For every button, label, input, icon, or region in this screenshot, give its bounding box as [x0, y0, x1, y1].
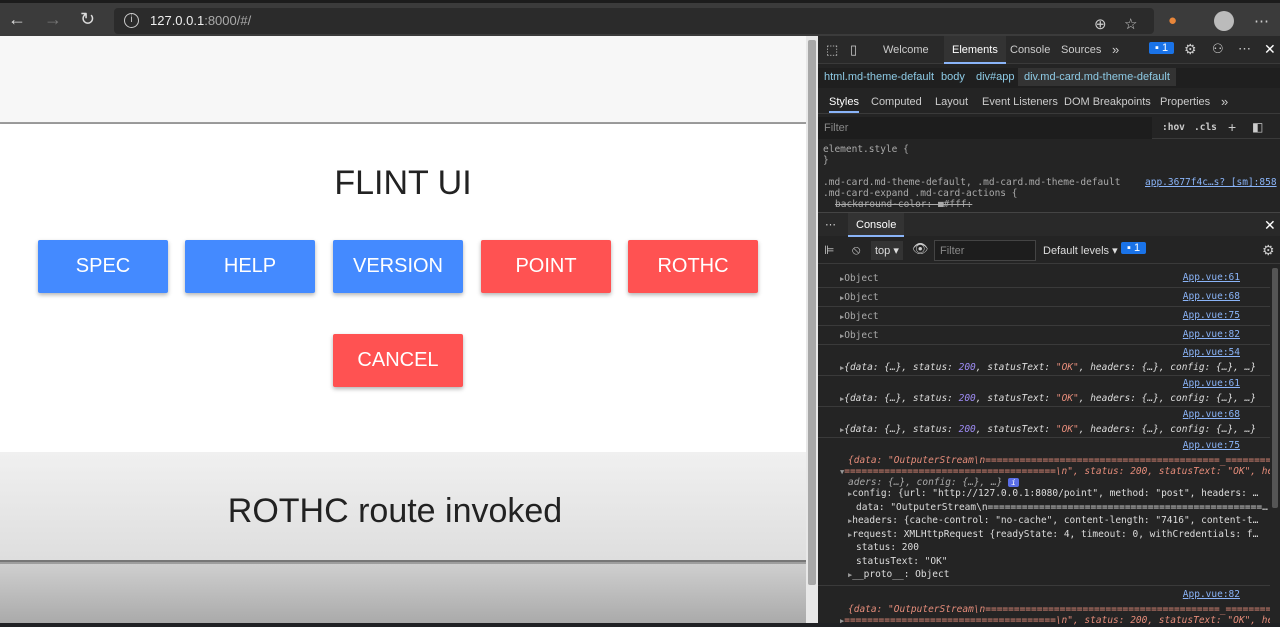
console-settings-icon[interactable]: ⚙ — [1262, 242, 1275, 258]
styles-filter-input[interactable]: Filter — [818, 117, 1152, 139]
app-title: FLINT UI — [334, 164, 472, 202]
tab-properties[interactable]: Properties — [1160, 96, 1211, 108]
more-icon[interactable]: ⋯ — [1238, 41, 1251, 56]
console-message[interactable]: App.vue:54▶{data: {…}, status: 200, stat… — [818, 345, 1270, 376]
issues-badge[interactable]: ▪ 1 — [1149, 42, 1175, 54]
breadcrumb-app[interactable]: div#app — [976, 71, 1015, 83]
console-issues-badge[interactable]: ▪ 1 — [1121, 242, 1147, 254]
hov-toggle[interactable]: :hov — [1162, 122, 1185, 133]
tab-elements[interactable]: Elements — [944, 36, 1006, 64]
more-style-tabs-icon[interactable]: » — [1221, 94, 1229, 109]
tab-styles[interactable]: Styles — [829, 96, 859, 113]
version-button[interactable]: VERSION — [333, 240, 463, 293]
console-message[interactable]: App.vue:82{data: "OutputerStream\n======… — [840, 589, 1270, 626]
drawer-tab-console[interactable]: Console — [848, 213, 905, 237]
eye-icon[interactable]: 👁 — [912, 241, 929, 256]
gear-icon[interactable]: ⚙ — [1184, 41, 1197, 57]
rothc-button[interactable]: ROTHC — [628, 240, 758, 293]
drawer-menu-icon[interactable]: ⋯ — [825, 219, 836, 231]
rule-source-link[interactable]: app.3677f4c…s? [sm]:858 — [1145, 177, 1277, 188]
source-link[interactable]: App.vue:54 — [1182, 347, 1240, 358]
tab-sources[interactable]: Sources — [1061, 44, 1102, 56]
page-header — [0, 36, 806, 122]
console-filter-input[interactable]: Filter — [934, 240, 1036, 261]
web-page: FLINT UI SPEC HELP VERSION POINT ROTHC C… — [0, 36, 806, 623]
point-button[interactable]: POINT — [481, 240, 611, 293]
device-icon[interactable]: ▯ — [850, 42, 858, 57]
object-property: status: 200 — [856, 542, 919, 553]
cancel-button[interactable]: CANCEL — [333, 334, 463, 387]
object-property[interactable]: ▶__proto__: Object — [848, 569, 950, 580]
favorite-icon[interactable]: ☆ — [1124, 16, 1138, 33]
browser-toolbar: ← → ↻ i 127.0.0.1:8000/#/ ⊕ ☆ ● ⋯ — [0, 0, 1280, 36]
source-link[interactable]: App.vue:61 — [1182, 378, 1240, 389]
source-link[interactable]: App.vue:61 — [1182, 272, 1240, 283]
drawer-close-icon[interactable]: ✕ — [1264, 217, 1276, 233]
add-rule-icon[interactable]: + — [1228, 119, 1237, 135]
result-text: ROTHC route invoked — [227, 492, 563, 530]
console-message[interactable]: App.vue:61▶{data: {…}, status: 200, stat… — [818, 376, 1270, 407]
source-link[interactable]: App.vue:68 — [1182, 409, 1240, 420]
back-icon[interactable]: ← — [8, 9, 26, 29]
tab-computed[interactable]: Computed — [871, 96, 922, 108]
profile-avatar[interactable] — [1214, 11, 1234, 31]
tab-console[interactable]: Console — [1010, 44, 1051, 56]
extension-icon[interactable]: ● — [1168, 12, 1178, 29]
breadcrumb-card[interactable]: div.md-card.md-theme-default — [1018, 68, 1176, 86]
page-footer — [0, 564, 806, 623]
help-button[interactable]: HELP — [185, 240, 315, 293]
source-link[interactable]: App.vue:75 — [1182, 440, 1240, 451]
info-badge: i — [1008, 478, 1019, 487]
css-rule: .md-card.md-theme-default, .md-card.md-t… — [823, 177, 1121, 207]
more-tabs-icon[interactable]: » — [1112, 42, 1120, 57]
breadcrumb-body[interactable]: body — [941, 71, 965, 83]
breadcrumb-html[interactable]: html.md-theme-default — [824, 71, 935, 83]
source-link[interactable]: App.vue:75 — [1182, 310, 1240, 321]
tab-layout[interactable]: Layout — [935, 96, 969, 108]
tab-dom-breakpoints[interactable]: DOM Breakpoints — [1064, 96, 1151, 108]
object-property[interactable]: ▶config: {url: "http://127.0.0.1:8080/po… — [848, 488, 1259, 499]
page-scrollbar[interactable] — [806, 36, 818, 623]
object-property[interactable]: ▶headers: {cache-control: "no-cache", co… — [848, 515, 1259, 526]
console-expanded-message[interactable]: App.vue:75 {data: "OutputerStream\n=====… — [818, 438, 1270, 586]
element-style-rule: element.style {} — [823, 144, 909, 166]
object-property[interactable]: ▶request: XMLHttpRequest {readyState: 4,… — [848, 528, 1259, 540]
devtools-panel: ⬚ ▯ Welcome Elements Console Sources » ▪… — [818, 36, 1280, 626]
object-property: statusText: "OK" — [856, 555, 948, 567]
address-bar[interactable]: i 127.0.0.1:8000/#/ ⊕ ☆ — [114, 8, 1154, 34]
cls-toggle[interactable]: .cls — [1194, 122, 1217, 133]
source-link[interactable]: App.vue:82 — [1182, 589, 1240, 600]
console-scrollbar[interactable] — [1272, 268, 1278, 508]
clear-console-icon[interactable]: ⦸ — [852, 242, 861, 257]
info-icon[interactable]: i — [124, 13, 139, 28]
url-host: 127.0.0.1 — [150, 13, 205, 28]
source-link[interactable]: App.vue:68 — [1182, 291, 1240, 302]
forward-icon[interactable]: → — [44, 9, 62, 29]
close-icon[interactable]: ✕ — [1264, 41, 1276, 57]
console-message[interactable]: App.vue:68▶{data: {…}, status: 200, stat… — [818, 407, 1270, 438]
object-property: data: "OutputerStream\n=================… — [856, 501, 1268, 513]
console-sidebar-icon[interactable]: ⊫ — [824, 243, 835, 257]
reload-icon[interactable]: ↻ — [80, 9, 96, 29]
zoom-icon[interactable]: ⊕ — [1094, 16, 1107, 33]
tab-event-listeners[interactable]: Event Listeners — [982, 96, 1058, 108]
source-link[interactable]: App.vue:82 — [1182, 329, 1240, 340]
more-icon[interactable]: ⋯ — [1254, 13, 1269, 30]
connect-icon[interactable]: ⚇ — [1212, 41, 1224, 56]
inspect-icon[interactable]: ⬚ — [826, 42, 839, 57]
spec-button[interactable]: SPEC — [38, 240, 168, 293]
tab-welcome[interactable]: Welcome — [883, 44, 929, 56]
log-levels-select[interactable]: Default levels ▾ — [1043, 245, 1118, 257]
context-select[interactable]: top ▾ — [871, 241, 903, 260]
url-path: :8000/#/ — [204, 13, 252, 28]
sidebar-toggle-icon[interactable]: ◧ — [1252, 120, 1264, 134]
result-card: ROTHC route invoked — [0, 452, 806, 562]
